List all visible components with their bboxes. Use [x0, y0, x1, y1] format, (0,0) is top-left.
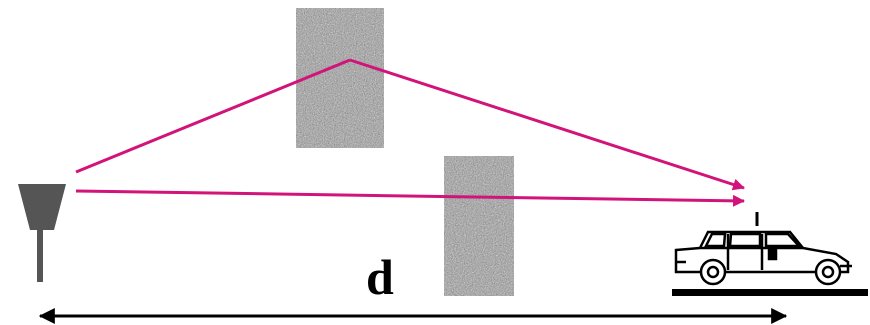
- distance-label: d: [366, 249, 394, 305]
- reflected-ray: [75, 58, 745, 191]
- lower-building: [444, 156, 514, 296]
- car-icon: [674, 212, 852, 286]
- ground-line: [672, 289, 868, 296]
- direct-ray: [75, 189, 745, 207]
- antenna-icon: [18, 184, 66, 282]
- upper-building: [296, 8, 384, 148]
